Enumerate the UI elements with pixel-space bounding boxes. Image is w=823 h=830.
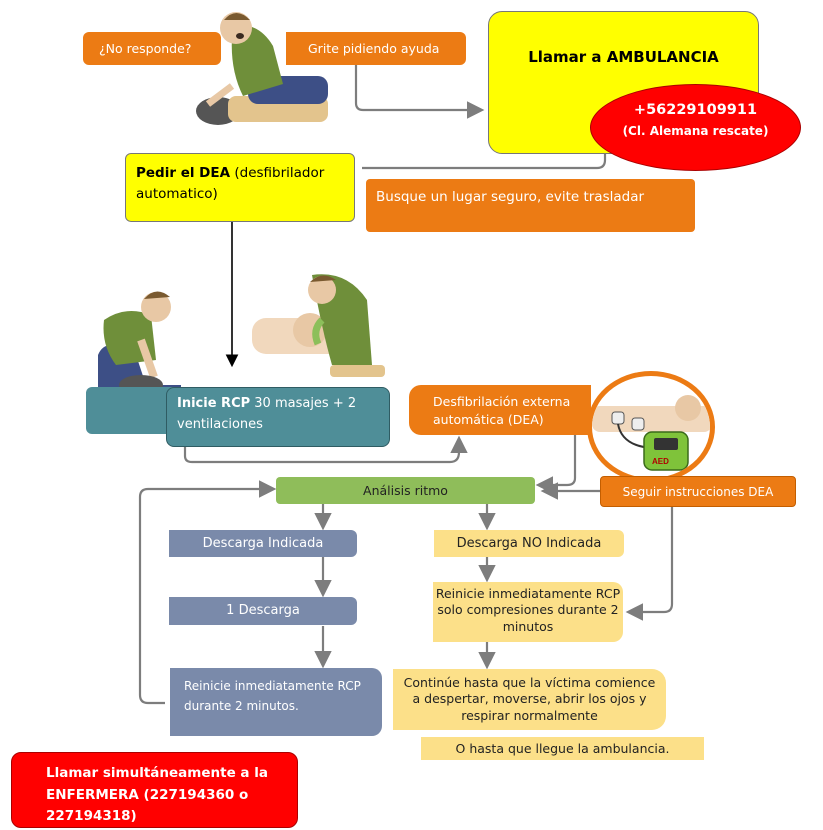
follow-aed-box: Seguir instrucciones DEA <box>600 476 796 507</box>
ambulance-phone-oval: +56229109911 (Cl. Alemana rescate) <box>590 84 801 171</box>
continue-until-label: Continúe hasta que la víctima comience a… <box>403 675 656 723</box>
aed-illustration: AED <box>587 371 715 483</box>
no-shock-box: Descarga NO Indicada <box>434 530 624 557</box>
aed-box: Desfibrilación externa automática (DEA) <box>409 385 591 435</box>
connector-ambulance-to-dea <box>362 150 607 170</box>
one-shock-label: 1 Descarga <box>226 603 300 618</box>
start-rcp-rest: 30 masajes + 2 ventilaciones <box>177 396 357 432</box>
connector-left-loop <box>138 480 277 705</box>
connector-dea-to-rhythm <box>535 425 577 494</box>
shock-indicated-label: Descarga Indicada <box>202 536 324 551</box>
shock-indicated-box: Descarga Indicada <box>169 530 357 557</box>
shout-for-help-label: Grite pidiendo ayuda <box>308 41 440 56</box>
call-nurse-box: Llamar simultáneamente a la ENFERMERA (2… <box>11 752 298 828</box>
restart-compressions-label: Reinicie inmediatamente RCP solo compres… <box>435 586 621 634</box>
continue-until-box: Continúe hasta que la víctima comience a… <box>393 669 666 730</box>
connector-right-loop <box>625 506 674 621</box>
follow-aed-label: Seguir instrucciones DEA <box>622 485 774 499</box>
call-ambulance-title: Llamar a AMBULANCIA <box>528 48 719 66</box>
start-rcp-box: Inicie RCP 30 masajes + 2 ventilaciones <box>166 387 390 447</box>
shout-for-help-box: Grite pidiendo ayuda <box>286 32 466 65</box>
one-shock-box: 1 Descarga <box>169 597 357 625</box>
rescue-breath-illustration <box>252 274 385 377</box>
safe-place-box: Busque un lugar seguro, evite trasladar <box>366 179 695 232</box>
request-dea-bold: Pedir el DEA <box>136 165 231 181</box>
rhythm-analysis-box: Análisis ritmo <box>276 477 535 504</box>
ambulance-phone-note: (Cl. Alemana rescate) <box>622 124 769 138</box>
safe-place-label: Busque un lugar seguro, evite trasladar <box>376 189 645 205</box>
no-shock-label: Descarga NO Indicada <box>456 536 602 551</box>
request-dea-rest: (desfibrilador automatico) <box>136 165 325 202</box>
request-dea-box: Pedir el DEA (desfibrilador automatico) <box>125 153 355 222</box>
restart-rcp-left-label: Reinicie inmediatamente RCP durante 2 mi… <box>184 679 361 714</box>
connector-rcp-to-dea <box>183 434 468 464</box>
ambulance-phone-number: +56229109911 <box>633 102 758 118</box>
aed-box-label: Desfibrilación externa automática (DEA) <box>433 394 571 427</box>
restart-rcp-left-box: Reinicie inmediatamente RCP durante 2 mi… <box>170 668 382 736</box>
start-rcp-bold: Inicie RCP <box>177 396 251 411</box>
connector-grite-to-ambulance <box>354 65 485 119</box>
restart-compressions-box: Reinicie inmediatamente RCP solo compres… <box>433 582 623 642</box>
call-nurse-label: Llamar simultáneamente a la ENFERMERA (2… <box>46 765 268 825</box>
no-response-box: ¿No responde? <box>83 32 221 65</box>
ambulance-arrival-box: O hasta que llegue la ambulancia. <box>421 737 704 760</box>
ambulance-arrival-label: O hasta que llegue la ambulancia. <box>455 741 670 756</box>
rhythm-analysis-label: Análisis ritmo <box>363 483 448 498</box>
aed-label: AED <box>652 457 669 466</box>
no-response-label: ¿No responde? <box>99 41 192 56</box>
rescuer-calling-illustration <box>196 12 328 125</box>
